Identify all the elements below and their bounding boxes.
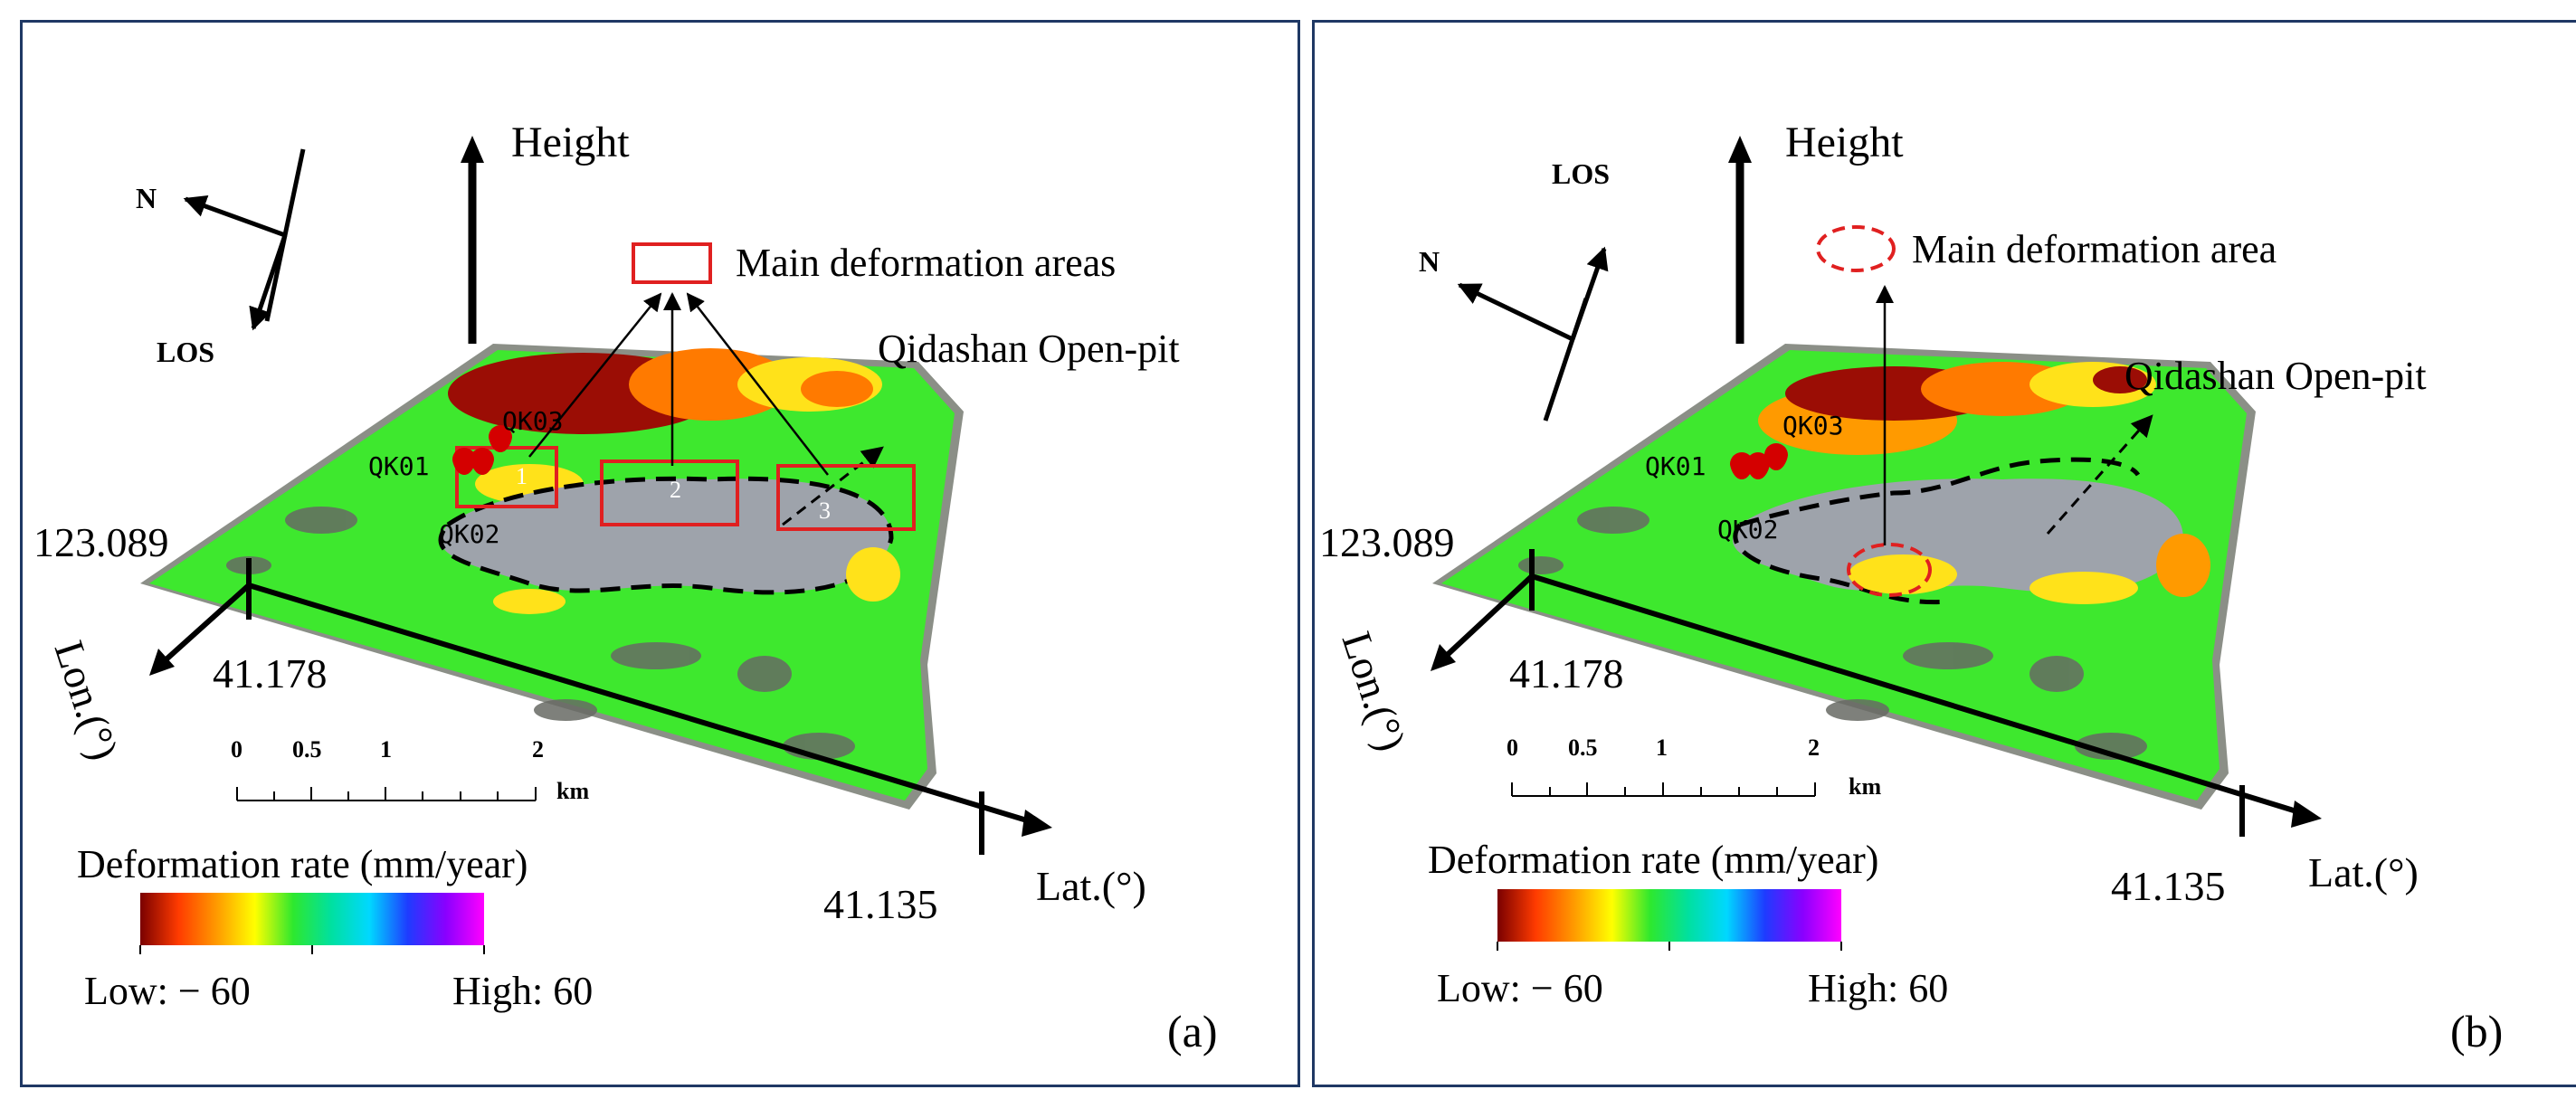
colorbar: Deformation rate (mm/year) Low: − 60 Hig…: [1428, 838, 1948, 1010]
station-markers: QK01 QK02 QK03: [368, 406, 563, 549]
panel-b: QK01 QK02 QK03 Main deformation area Hei…: [1312, 20, 2576, 1087]
scale-unit: km: [556, 778, 589, 804]
scale-unit: km: [1849, 773, 1881, 800]
station-pin-icon: [471, 448, 494, 475]
lat-value-near: 41.178: [1509, 650, 1624, 696]
station-pin-icon: [489, 425, 512, 452]
compass-north-label: N: [136, 182, 157, 214]
station-label-qk03: QK03: [1782, 411, 1843, 441]
station-label-qk02: QK02: [439, 519, 499, 549]
height-axis-label: Height: [1785, 118, 1904, 166]
scale-tick-0: 0: [231, 736, 242, 763]
legend-pointers: [528, 292, 829, 476]
station-pin-icon: [1746, 452, 1770, 479]
target-label: Qidashan Open-pit: [878, 327, 1180, 371]
lon-value: 123.089: [1319, 519, 1455, 565]
panel-a: 1 2 3 QK01 QK02 QK03 Main deformation ar…: [20, 20, 1300, 1087]
scale-tick-1: 1: [380, 736, 392, 763]
panel-a-figure: 1 2 3 QK01 QK02 QK03 Main deformation ar…: [33, 118, 1218, 1056]
lat-axis-label: Lat.(°): [1036, 863, 1146, 909]
compass-north-label: N: [1419, 245, 1440, 278]
lat-value-near: 41.178: [213, 650, 328, 696]
colorbar-title: Deformation rate (mm/year): [77, 842, 528, 886]
colorbar-bar: [1497, 889, 1841, 942]
lat-axis-label: Lat.(°): [2308, 849, 2419, 895]
north-arrow-icon: [183, 194, 286, 238]
lat-value-far: 41.135: [823, 881, 938, 927]
lon-axis-label: Lon.(°): [1333, 626, 1414, 756]
legend-ellipse-icon: [1816, 225, 1896, 272]
scale-tick-0: 0: [1507, 734, 1518, 761]
lon-axis-label: Lon.(°): [45, 635, 127, 765]
colorbar-low-label: Low: − 60: [1437, 966, 1603, 1010]
panel-b-figure: QK01 QK02 QK03 Main deformation area Hei…: [1319, 118, 2503, 1056]
deformation-box-3: [776, 464, 916, 531]
height-axis-label: Height: [511, 118, 630, 166]
legend-title: Main deformation areas: [736, 241, 1116, 285]
lon-value: 123.089: [33, 519, 169, 565]
legend-rectangle-icon: [632, 242, 712, 284]
colorbar: Deformation rate (mm/year) Low: − 60 Hig…: [77, 842, 593, 1013]
area-number-3: 3: [819, 497, 831, 524]
scale-tick-2: 2: [1808, 734, 1820, 761]
target-label: Qidashan Open-pit: [2124, 354, 2427, 398]
open-pit-outline: [1739, 457, 2141, 527]
station-label-qk01: QK01: [368, 451, 429, 481]
station-label-qk03: QK03: [502, 406, 563, 436]
compass-los-label: LOS: [1552, 157, 1610, 190]
deformation-box-2: [600, 460, 739, 526]
station-pin-icon: [1764, 443, 1788, 470]
colorbar-bar: [140, 893, 484, 945]
panel-label: (a): [1167, 1006, 1218, 1056]
colorbar-low-label: Low: − 60: [84, 969, 251, 1013]
station-markers: QK01 QK02 QK03: [1645, 411, 1843, 545]
panel-label: (b): [2450, 1006, 2503, 1056]
scale-tick-0-5: 0.5: [292, 736, 322, 763]
scale-tick-2: 2: [532, 736, 544, 763]
terrain-map: [140, 344, 964, 810]
area-number-1: 1: [516, 463, 528, 489]
scale-bar: 0 0.5 1 2 km: [231, 736, 589, 804]
station-label-qk01: QK01: [1645, 451, 1706, 481]
colorbar-high-label: High: 60: [452, 969, 593, 1013]
scale-bar: 0 0.5 1 2 km: [1507, 734, 1881, 800]
los-arrow-icon: [249, 234, 288, 331]
north-arrow-icon: [1457, 282, 1574, 342]
scale-tick-0-5: 0.5: [1568, 734, 1598, 761]
legend-title: Main deformation area: [1912, 227, 2277, 271]
colorbar-title: Deformation rate (mm/year): [1428, 838, 1878, 882]
station-pin-icon: [452, 448, 476, 475]
compass-los-label: LOS: [157, 336, 214, 368]
compass: LOS N: [1419, 157, 1610, 422]
deformation-ellipse: [1847, 543, 1932, 597]
compass: N LOS: [136, 148, 306, 368]
colorbar-high-label: High: 60: [1808, 966, 1948, 1010]
station-label-qk02: QK02: [1717, 515, 1778, 545]
terrain-map: [1432, 344, 2256, 810]
lat-value-far: 41.135: [2111, 863, 2226, 909]
scale-tick-1: 1: [1656, 734, 1668, 761]
area-number-2: 2: [670, 477, 681, 503]
los-arrow-icon: [1570, 246, 1609, 340]
